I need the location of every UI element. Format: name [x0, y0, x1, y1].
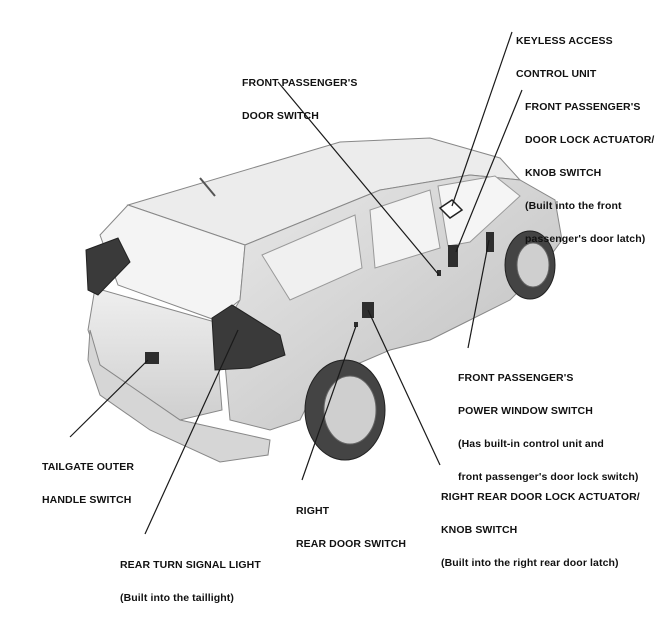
label-line: CONTROL UNIT	[516, 68, 597, 80]
label-line: TAILGATE OUTER	[42, 461, 135, 473]
label-line: POWER WINDOW SWITCH	[458, 405, 593, 417]
label-line: REAR TURN SIGNAL LIGHT	[120, 559, 261, 571]
leader-turn-signal	[144, 329, 239, 535]
label-front-passenger-door-switch: FRONT PASSENGER'S DOOR SWITCH	[242, 56, 357, 144]
label-line: (Built into the front	[525, 200, 622, 212]
tailgate-handle-part	[145, 352, 159, 364]
rear-door-window	[369, 189, 441, 269]
front-door-switch-part	[437, 270, 441, 276]
label-line: REAR DOOR SWITCH	[296, 538, 407, 550]
left-taillight	[85, 237, 131, 296]
label-line: (Built into the right rear door latch)	[441, 557, 619, 569]
label-line: RIGHT REAR DOOR LOCK ACTUATOR/	[441, 491, 640, 503]
rear-bumper	[87, 329, 271, 463]
label-line: FRONT PASSENGER'S	[458, 372, 574, 384]
label-line: DOOR LOCK ACTUATOR/	[525, 134, 655, 146]
front-door-window	[437, 175, 521, 247]
label-line: passenger's door latch)	[525, 233, 646, 245]
leader-rear-door-switch	[301, 325, 357, 481]
label-line: (Has built-in control unit and	[458, 438, 604, 450]
rear-door-switch-part	[354, 322, 358, 327]
label-front-passenger-lock-actuator: FRONT PASSENGER'S DOOR LOCK ACTUATOR/ KN…	[525, 80, 654, 267]
label-line: DOOR SWITCH	[242, 110, 319, 122]
diagram-canvas: KEYLESS ACCESS CONTROL UNIT FRONT PASSEN…	[42, 14, 654, 604]
keyless-unit-part	[438, 199, 464, 219]
label-rear-turn-signal: REAR TURN SIGNAL LIGHT (Built into the t…	[120, 538, 261, 626]
rear-rim	[323, 375, 377, 445]
label-line: RIGHT	[296, 505, 330, 517]
leader-tailgate	[69, 359, 149, 438]
label-line: FRONT PASSENGER'S	[525, 101, 641, 113]
leader-power-window	[467, 239, 490, 349]
label-right-rear-lock-actuator: RIGHT REAR DOOR LOCK ACTUATOR/ KNOB SWIT…	[441, 470, 640, 591]
antenna	[199, 177, 216, 197]
label-right-rear-door-switch: RIGHT REAR DOOR SWITCH	[296, 484, 406, 572]
label-line: front passenger's door lock switch)	[458, 471, 639, 483]
label-line: KEYLESS ACCESS	[516, 35, 613, 47]
label-line: KNOB SWITCH	[441, 524, 518, 536]
label-tailgate-outer-handle: TAILGATE OUTER HANDLE SWITCH	[42, 440, 134, 528]
rear-side-window	[261, 214, 363, 301]
label-line: KNOB SWITCH	[525, 167, 602, 179]
label-line: HANDLE SWITCH	[42, 494, 132, 506]
label-line: (Built into the taillight)	[120, 592, 234, 604]
right-taillight	[211, 304, 286, 371]
label-front-passenger-power-window: FRONT PASSENGER'S POWER WINDOW SWITCH (H…	[458, 351, 638, 505]
front-door-actuator-part	[448, 245, 458, 267]
leader-front-door-switch	[277, 81, 440, 276]
car-body	[85, 137, 563, 463]
leader-keyless	[451, 31, 513, 207]
leader-lines	[69, 31, 523, 535]
vehicle-illustration	[69, 31, 563, 535]
label-line: FRONT PASSENGER'S	[242, 77, 358, 89]
label-keyless-access: KEYLESS ACCESS CONTROL UNIT	[516, 14, 613, 102]
leader-front-lock-actuator	[455, 89, 523, 253]
power-window-switch-part	[486, 232, 494, 252]
front-rim	[516, 242, 550, 288]
leader-rear-lock-actuator	[367, 309, 441, 466]
